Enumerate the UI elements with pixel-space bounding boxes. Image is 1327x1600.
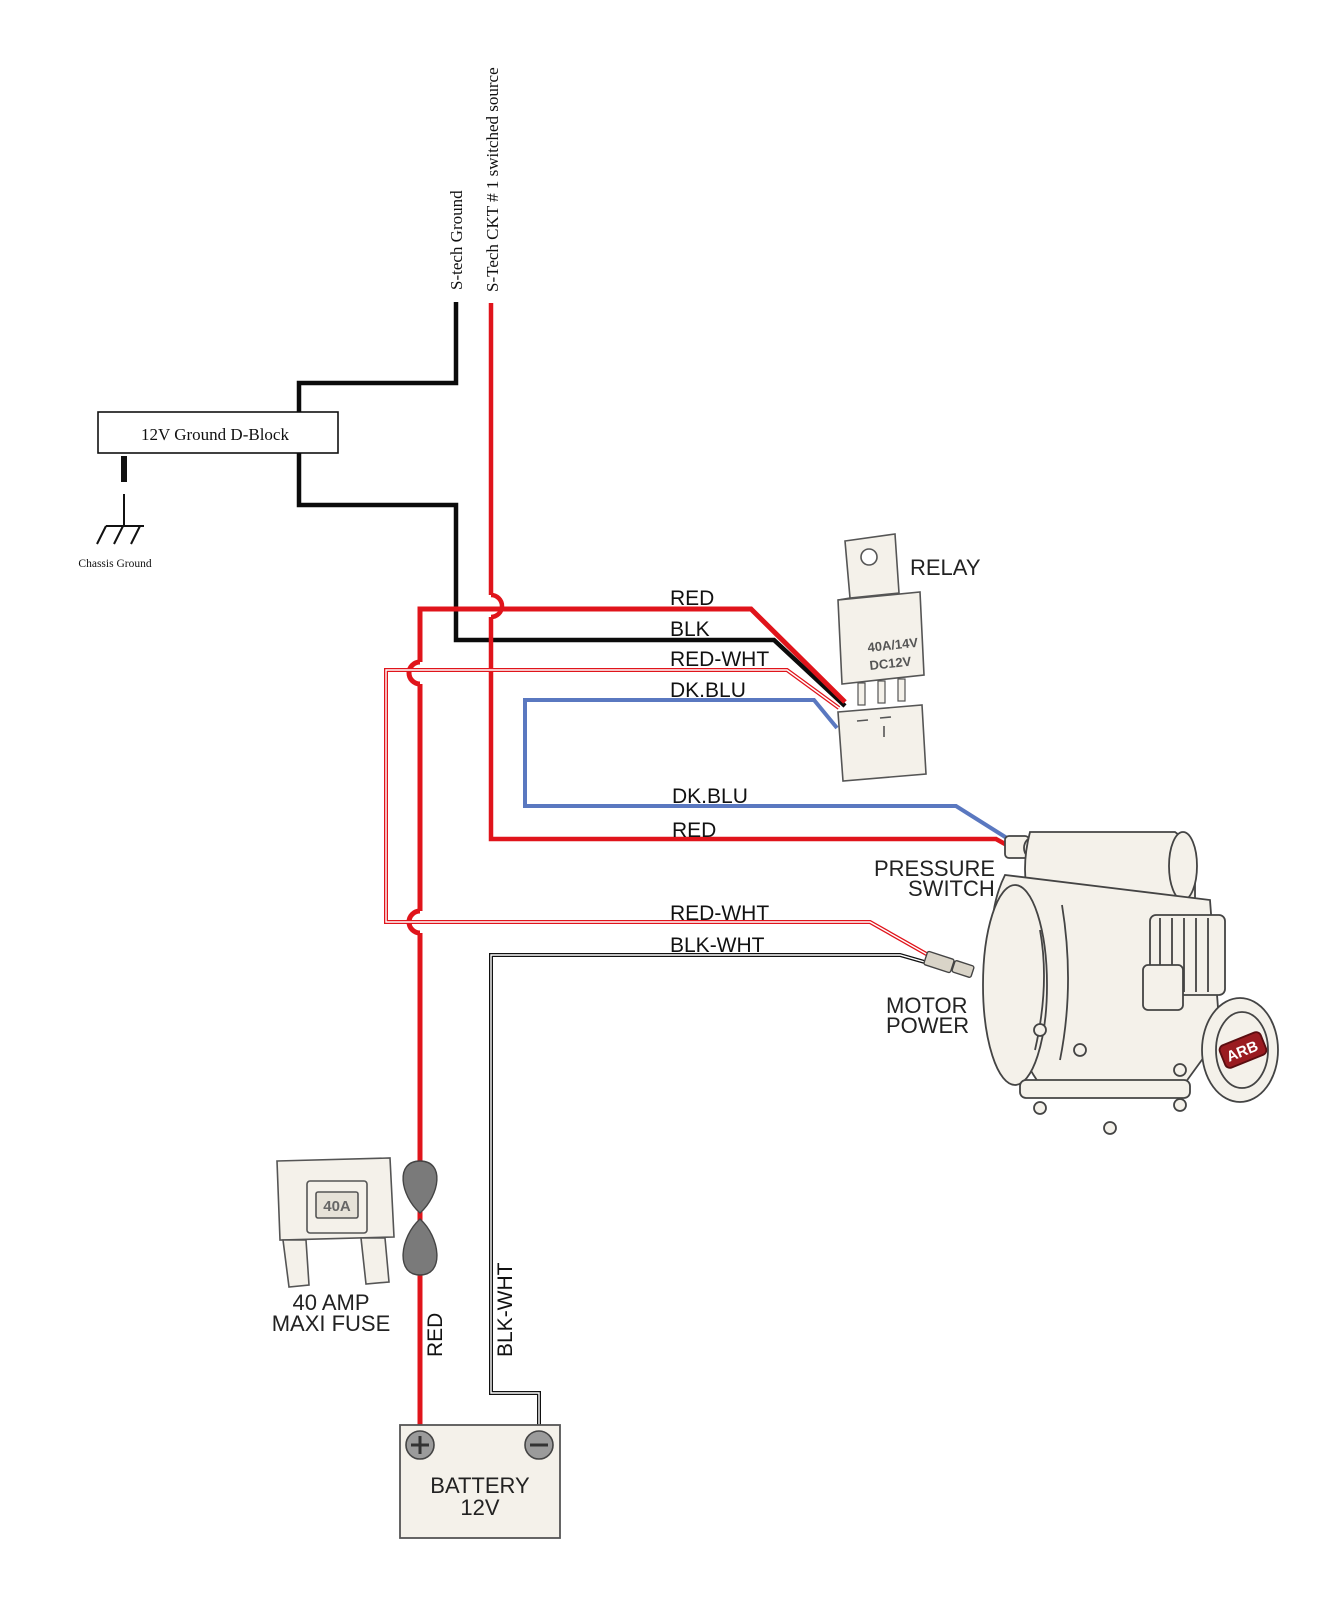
wire-label-red: RED — [670, 587, 714, 610]
maxi-fuse — [276, 1157, 395, 1288]
wire-label-dk-blu-2: DK.BLU — [672, 785, 748, 808]
ground-d-block: 12V Ground D-Block — [97, 411, 339, 454]
wire-label-blk: BLK — [670, 618, 710, 641]
fuse-label-2: MAXI FUSE — [272, 1311, 391, 1336]
chassis-ground-label: Chassis Ground — [78, 558, 151, 570]
battery: BATTERY 12V — [399, 1424, 561, 1539]
motor-power-label-1: MOTOR — [886, 993, 967, 1018]
battery-label-1: BATTERY — [430, 1473, 530, 1498]
battery-negative-terminal — [524, 1430, 554, 1460]
wire-label-dk-blu: DK.BLU — [670, 679, 746, 702]
battery-positive-terminal — [405, 1430, 435, 1460]
relay-label: RELAY — [910, 555, 981, 580]
relay-voltage: DC12V — [869, 654, 913, 673]
battery-red-main-wire — [406, 606, 847, 1430]
chassis-ground-symbol: Chassis Ground — [78, 456, 152, 570]
stech-ground-label: S-tech Ground — [447, 190, 466, 290]
stech-ckt-label: S-Tech CKT # 1 switched source — [483, 67, 502, 292]
relay: 40A/14V DC12V RELAY — [837, 533, 981, 706]
relay-rating: 40A/14V — [867, 635, 919, 655]
fuse-rating: 40A — [323, 1198, 351, 1215]
motor-power-label-2: POWER — [886, 1013, 969, 1038]
wire-label-red-wht: RED-WHT — [670, 648, 769, 671]
wire-label-red-2: RED — [672, 819, 716, 842]
blk-wht-wire — [489, 953, 936, 1430]
battery-label-2: 12V — [460, 1495, 499, 1520]
relay-mount-hole — [860, 548, 878, 566]
inline-fuse-holder — [402, 1160, 438, 1276]
wire-label-red-vertical: RED — [424, 1313, 447, 1357]
wire-label-blk-wht-vertical: BLK-WHT — [494, 1262, 517, 1357]
dk-blu-wire — [523, 698, 1012, 842]
red-wht-wire — [384, 668, 938, 962]
fuse-label-1: 40 AMP — [292, 1290, 369, 1315]
wire-label-red-wht-2: RED-WHT — [670, 902, 769, 925]
pressure-switch-label-1: PRESSURE — [874, 856, 995, 881]
relay-socket — [837, 704, 927, 782]
air-compressor: ARB — [982, 831, 1279, 1135]
motor-power-connector — [923, 950, 975, 978]
pressure-switch-label-2: SWITCH — [908, 876, 995, 901]
d-block-label: 12V Ground D-Block — [141, 425, 289, 444]
wire-label-blk-wht: BLK-WHT — [670, 934, 765, 957]
black-ground-wires — [296, 302, 847, 708]
